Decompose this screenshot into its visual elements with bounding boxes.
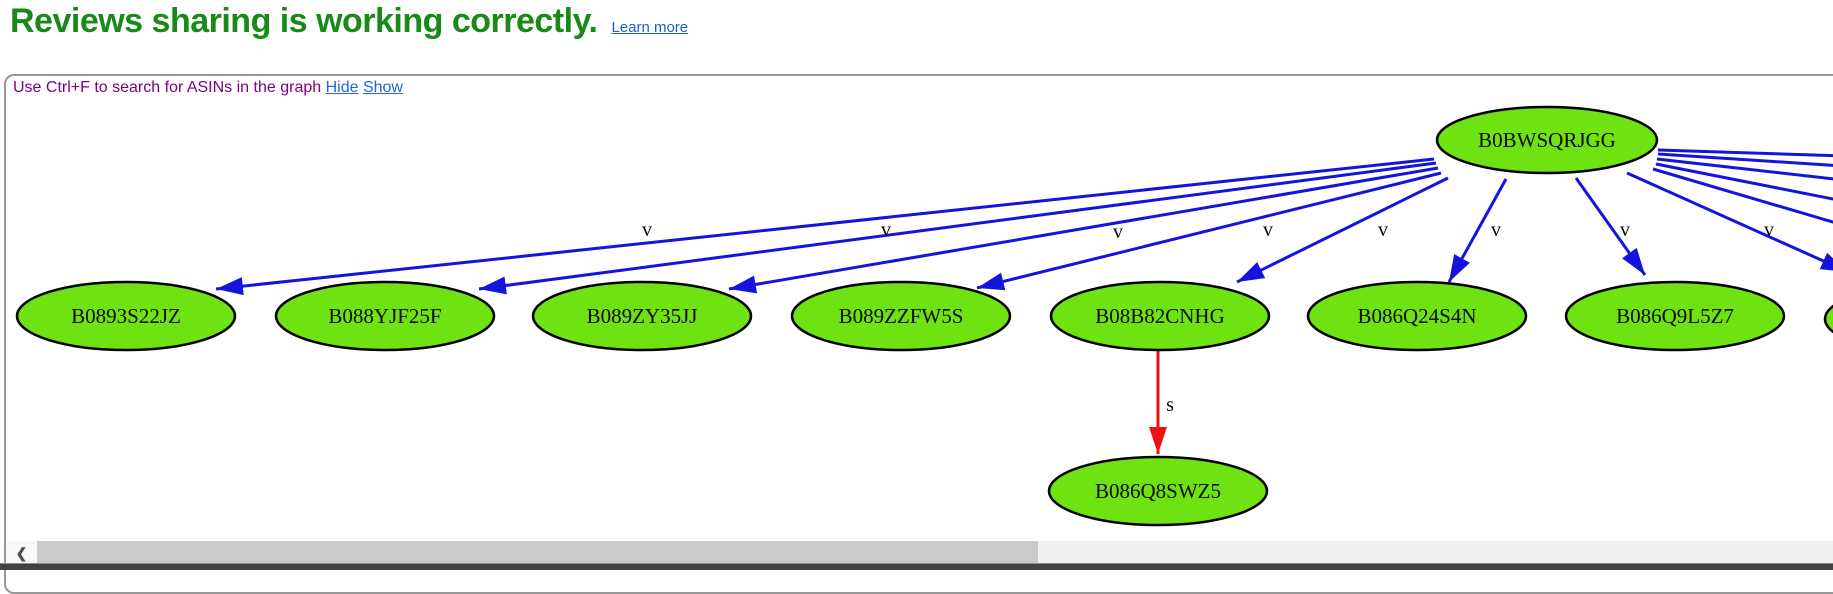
graph-edge-label: v <box>881 219 891 241</box>
graph-edge-label: v <box>1491 219 1501 241</box>
search-hint-text: Use Ctrl+F to search for ASINs in the gr… <box>13 79 322 96</box>
graph-node-label: B089ZY35JJ <box>587 304 698 328</box>
graph-edge-blue <box>1657 148 1833 158</box>
graph-edge-blue <box>1574 177 1647 276</box>
graph-edge-blue <box>1657 152 1833 167</box>
graph-node[interactable]: B0893S22JZ <box>15 280 237 352</box>
graph-node-ellipse[interactable] <box>274 280 496 352</box>
graph-edge-blue <box>1626 171 1833 272</box>
graph-edge-label: s <box>1166 394 1174 416</box>
graph-node[interactable] <box>1823 285 1833 353</box>
scrollbar-thumb[interactable] <box>37 541 1038 565</box>
graph-node-ellipse[interactable] <box>790 280 1012 352</box>
graph-edge-blue <box>1447 178 1508 283</box>
graph-edge-label: v <box>642 219 652 241</box>
page-title: Reviews sharing is working correctly. <box>10 2 598 40</box>
graph-node-label: B089ZZFW5S <box>839 304 964 328</box>
graph-edge-label: v <box>1620 219 1630 241</box>
graph-node-ellipse[interactable] <box>1306 280 1528 352</box>
scroll-left-button[interactable]: ❮ <box>6 541 37 565</box>
graph-node-label: B08B82CNHG <box>1095 304 1225 328</box>
graph-edge-blue <box>1656 157 1833 181</box>
graph-node-ellipse[interactable] <box>531 280 753 352</box>
graph-node[interactable]: B088YJF25F <box>274 280 496 352</box>
graph-node-label: B086Q8SWZ5 <box>1095 479 1221 503</box>
learn-more-link[interactable]: Learn more <box>611 19 689 36</box>
asin-graph: B0BWSQRJGG B0893S22JZ B088YJF25F B089ZY35JJ… <box>15 105 1833 527</box>
graph-node[interactable]: B086Q24S4N <box>1306 280 1528 352</box>
graph-node-ellipse[interactable] <box>15 280 237 352</box>
graph-node[interactable]: B086Q8SWZ5 <box>1047 455 1269 527</box>
graph-edge-label: v <box>1113 221 1123 243</box>
window-bottom-edge <box>0 563 1833 570</box>
graph-node[interactable]: B089ZZFW5S <box>790 280 1012 352</box>
graph-edge-blue <box>728 166 1439 294</box>
horizontal-scrollbar[interactable]: ❮ <box>6 541 1833 565</box>
graph-node-ellipse[interactable] <box>1435 105 1659 175</box>
graph-node-ellipse[interactable] <box>1047 455 1269 527</box>
graph-node-label: B086Q24S4N <box>1357 304 1476 328</box>
show-link[interactable]: Show <box>362 79 403 96</box>
graph-node-label: B088YJF25F <box>328 304 441 328</box>
graph-node[interactable]: B086Q9L5Z7 <box>1564 280 1786 352</box>
search-hint: Use Ctrl+F to search for ASINs in the gr… <box>13 79 403 97</box>
graph-node-ellipse[interactable] <box>1049 280 1271 352</box>
graph-node-ellipse[interactable] <box>1823 285 1833 353</box>
graph-edge-blue <box>215 157 1435 296</box>
graph-edge-blue <box>1652 167 1833 224</box>
graph-edge-blue <box>1236 176 1449 284</box>
hide-link[interactable]: Hide <box>325 79 359 96</box>
graph-node[interactable]: B08B82CNHG <box>1049 280 1271 352</box>
graph-node[interactable]: B0BWSQRJGG <box>1435 105 1659 175</box>
page-header: Reviews sharing is working correctly. Lea… <box>10 2 1833 41</box>
graph-edge-label: v <box>1378 219 1388 241</box>
graph-node-label: B086Q9L5Z7 <box>1616 304 1734 328</box>
graph-node[interactable]: B089ZY35JJ <box>531 280 753 352</box>
graph-edge-label: v <box>1263 219 1273 241</box>
graph-node-label: B0BWSQRJGG <box>1478 128 1616 152</box>
graph-edge-blue <box>478 161 1437 295</box>
graph-edge-label: v <box>1764 219 1774 241</box>
graph-edge-blue <box>1655 162 1833 201</box>
graph-edge-blue <box>976 171 1442 291</box>
graph-node-ellipse[interactable] <box>1564 280 1786 352</box>
chevron-left-icon: ❮ <box>15 544 28 561</box>
graph-node-label: B0893S22JZ <box>71 304 181 328</box>
